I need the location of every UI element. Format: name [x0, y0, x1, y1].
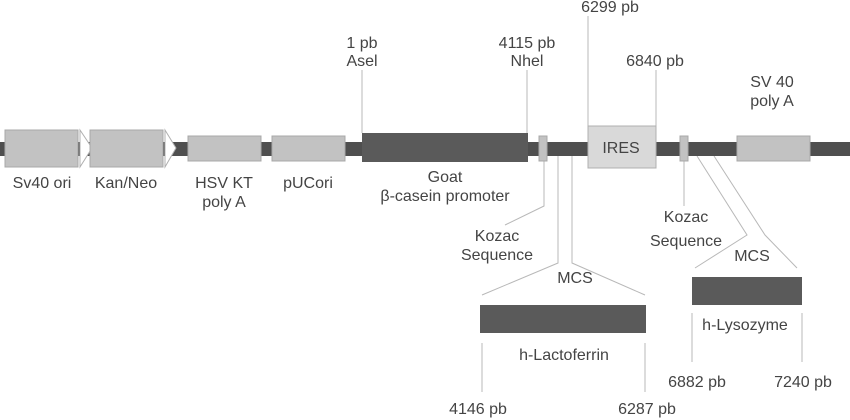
pucori-box: [271, 135, 346, 162]
mcs-1-label: MCS: [557, 270, 593, 287]
kozac-1-box: [538, 135, 548, 162]
direction-arrow-icon: [164, 128, 177, 169]
kozac-1-label: Kozac: [475, 228, 519, 245]
goat-promoter-box: [362, 133, 528, 162]
pos-4115-label: 4115 pb: [499, 35, 556, 52]
pos-6882-label: 6882 pb: [668, 374, 726, 391]
mcs-2-label: MCS: [734, 248, 770, 265]
hsv-kt-label-2: poly A: [202, 194, 246, 211]
sv40-polya-label: SV 40: [750, 74, 794, 91]
hsv-kt-label: HSV KT: [195, 175, 253, 192]
asel-label: Asel: [346, 53, 377, 70]
nhel-label: Nhel: [511, 53, 544, 70]
ires-label: IRES: [602, 140, 639, 157]
sv40-ori-box: [4, 129, 79, 168]
sv40-polya-box: [736, 135, 811, 162]
lysozyme-box: [692, 277, 802, 305]
kozac-1-label-2: Sequence: [461, 247, 533, 264]
kan-neo-label: Kan/Neo: [95, 175, 157, 192]
kan-neo-box: [89, 129, 164, 168]
kozac-2-label: Kozac: [664, 209, 708, 226]
pos-7240-label: 7240 pb: [774, 374, 832, 391]
kozac-2-label-2: Sequence: [650, 233, 722, 250]
pos-6840-label: 6840 pb: [626, 53, 684, 70]
pos-6299-label: 6299 pb: [581, 0, 639, 16]
leader-lines: [361, 16, 803, 392]
promoter-label: Goat: [428, 169, 463, 186]
lactoferrin-box: [480, 305, 646, 333]
pucori-label: pUCori: [283, 175, 333, 192]
sv40-polya-label-2: poly A: [750, 93, 794, 110]
ires-box: [587, 125, 657, 169]
lactoferrin-label: h-Lactoferrin: [519, 347, 609, 364]
kozac-2-box: [679, 135, 689, 162]
pos-6287-label: 6287 pb: [618, 401, 676, 418]
sv40-ori-label: Sv40 ori: [13, 175, 72, 192]
lysozyme-label: h-Lysozyme: [702, 317, 788, 334]
pos-1-label: 1 pb: [346, 35, 377, 52]
direction-arrow-icon: [79, 128, 93, 169]
promoter-label-2: β-casein promoter: [380, 188, 510, 205]
pos-4146-label: 4146 pb: [449, 401, 507, 418]
hsv-kt-polya-box: [187, 135, 262, 162]
